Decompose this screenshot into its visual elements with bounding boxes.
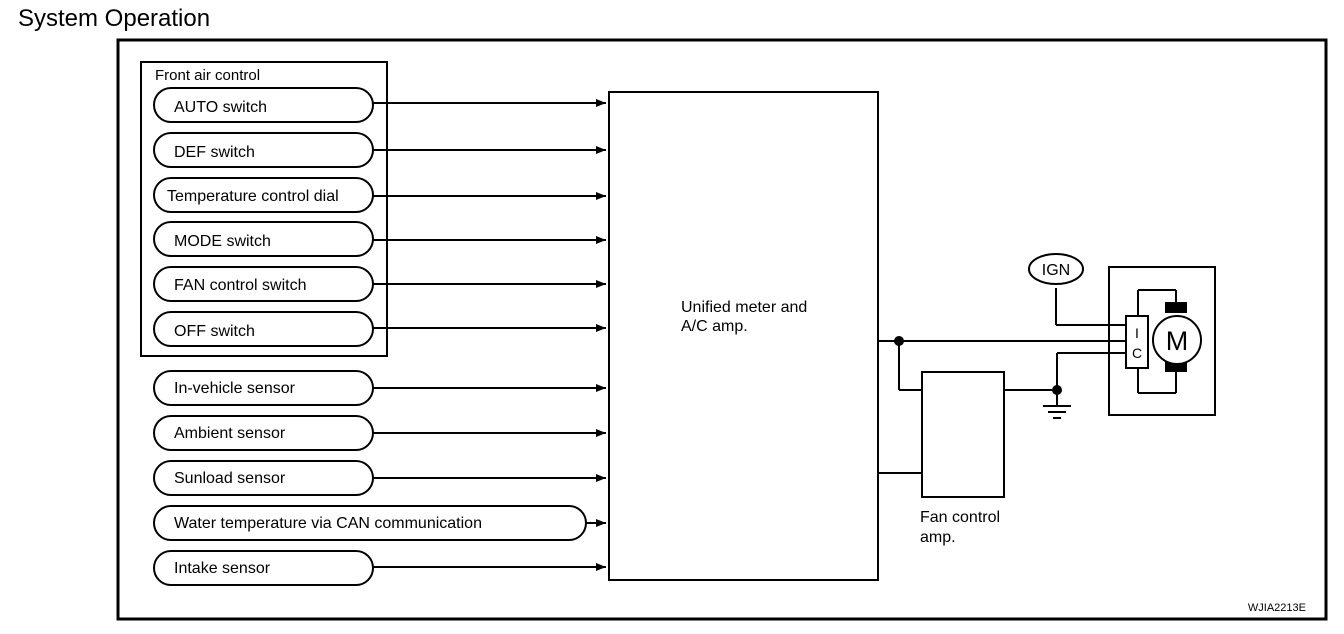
- unified-meter-label-line2: A/C amp.: [681, 318, 748, 335]
- svg-text:In-vehicle sensor: In-vehicle sensor: [174, 380, 296, 397]
- sensor-item: In-vehicle sensor: [153, 370, 606, 406]
- motor-brush-bottom: [1165, 361, 1187, 372]
- motor-wiring: [1137, 289, 1177, 394]
- switch-item: MODE switch: [153, 221, 606, 257]
- ic-label-top: I: [1135, 325, 1139, 341]
- ic-label-bottom: C: [1132, 345, 1142, 361]
- blower-motor-box: [1108, 266, 1216, 416]
- svg-text:MODE switch: MODE switch: [174, 233, 271, 250]
- ign-label: IGN: [1042, 262, 1070, 279]
- sensor-item: Water temperature via CAN communication: [153, 505, 606, 541]
- fan-control-amp-label-line2: amp.: [920, 529, 956, 546]
- ic-module: [1125, 315, 1149, 369]
- wiring: [878, 288, 1126, 474]
- front-air-control-label: Front air control: [155, 67, 260, 84]
- svg-text:AUTO switch: AUTO switch: [174, 99, 267, 116]
- switch-item: AUTO switch: [153, 87, 606, 123]
- junction-dot: [894, 336, 904, 346]
- sensor-item: Intake sensor: [153, 550, 606, 586]
- switch-item: Temperature control dial: [153, 177, 606, 213]
- motor-label: M: [1166, 326, 1189, 356]
- junction-dot: [1052, 385, 1062, 395]
- figure-id: WJIA2213E: [1248, 602, 1306, 614]
- page-title: System Operation: [18, 5, 211, 32]
- switch-item: DEF switch: [153, 132, 606, 168]
- sensor-item: Sunload sensor: [153, 460, 606, 496]
- motor-brush-top: [1165, 302, 1187, 313]
- switch-item: FAN control switch: [153, 266, 606, 302]
- svg-text:Water temperature via CAN comm: Water temperature via CAN communication: [174, 515, 482, 532]
- sensor-item: Ambient sensor: [153, 415, 606, 451]
- unified-meter-label-line1: Unified meter and: [681, 299, 807, 316]
- svg-text:Ambient sensor: Ambient sensor: [174, 425, 286, 442]
- front-air-control-group: [140, 61, 388, 357]
- svg-text:Sunload sensor: Sunload sensor: [174, 470, 286, 487]
- svg-text:Temperature control dial: Temperature control dial: [167, 188, 339, 205]
- fan-control-amp-box: [921, 371, 1005, 498]
- svg-text:FAN control switch: FAN control switch: [174, 277, 306, 294]
- unified-meter-ac-amp-box: [608, 91, 879, 581]
- svg-text:Intake sensor: Intake sensor: [174, 560, 271, 577]
- ign-terminal: [1028, 253, 1084, 285]
- svg-text:DEF switch: DEF switch: [174, 144, 255, 161]
- switch-item: OFF switch: [153, 311, 606, 347]
- fan-control-amp-label-line1: Fan control: [920, 509, 1000, 526]
- outer-frame: [116, 38, 1328, 621]
- motor-icon: [1152, 315, 1202, 365]
- ground-icon: [1043, 405, 1071, 419]
- svg-text:OFF switch: OFF switch: [174, 323, 255, 340]
